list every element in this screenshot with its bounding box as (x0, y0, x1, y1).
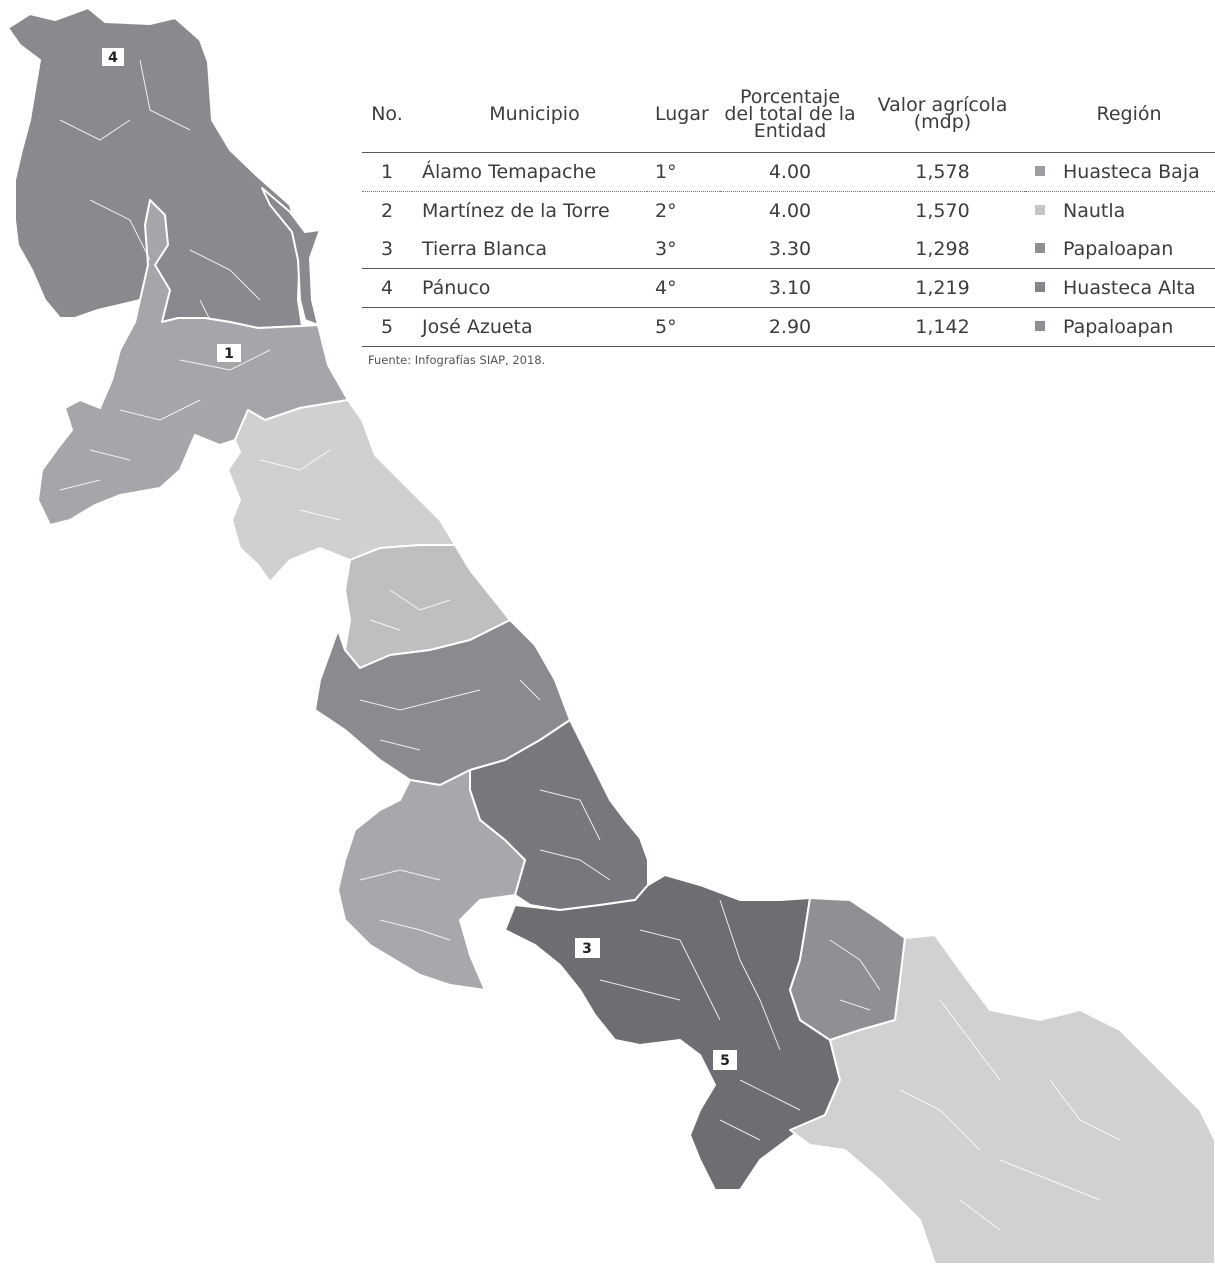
region-papaloapan (504, 874, 841, 1191)
cell-municipio: José Azueta (412, 307, 647, 347)
marker-4: 4 (102, 48, 124, 66)
cell-valor: 1,578 (860, 152, 1025, 192)
cell-lugar: 3° (647, 230, 720, 269)
table-row: 1 Álamo Temapache 1° 4.00 1,578 Huasteca… (362, 152, 1215, 192)
cell-no: 1 (362, 152, 412, 192)
region-label: Papaloapan (1063, 316, 1174, 338)
region-label: Huasteca Baja (1063, 161, 1200, 183)
cell-porcentaje: 2.90 (720, 307, 860, 347)
header-porcentaje-line3: Entidad (753, 119, 827, 142)
table-row: 4 Pánuco 4° 3.10 1,219 Huasteca Alta (362, 268, 1215, 308)
top-municipalities-table: No. Municipio Lugar Porcentaje del total… (362, 78, 1215, 347)
cell-porcentaje: 4.00 (768, 200, 812, 222)
cell-porcentaje: 3.10 (720, 268, 860, 308)
cell-region: Papaloapan (1025, 307, 1215, 347)
cell-lugar: 1° (647, 152, 720, 192)
header-porcentaje: Porcentaje del total de la Entidad (720, 78, 860, 153)
region-olmeca (789, 934, 1215, 1264)
header-porcentaje-line1: Porcentaje (739, 85, 841, 108)
cell-region: Huasteca Baja (1025, 152, 1215, 192)
table-row: 3 Tierra Blanca 3° 3.30 1,298 Papaloapan (362, 230, 1215, 269)
municipal-boundaries (59, 59, 1121, 1231)
cell-no: 4 (362, 268, 412, 308)
table-header-row: No. Municipio Lugar Porcentaje del total… (362, 78, 1215, 153)
header-porcentaje-line2: del total de la (724, 102, 856, 125)
cell-valor: 1,219 (860, 268, 1025, 308)
cell-municipio: Martínez de la Torre (422, 200, 610, 222)
cell-region: Papaloapan (1025, 230, 1215, 269)
cell-region: Nautla (1025, 192, 1215, 231)
header-municipio: Municipio (412, 78, 647, 153)
header-valor-line1: Valor agrícola (877, 94, 1008, 116)
cell-municipio: Tierra Blanca (412, 230, 647, 269)
cell-no: 3 (362, 230, 412, 269)
marker-4-label: 4 (108, 50, 118, 66)
cell-porcentaje: 3.30 (720, 230, 860, 269)
region-label: Papaloapan (1063, 238, 1174, 260)
cell-porcentaje: 4.00 (720, 152, 860, 192)
cell-valor: 1,298 (860, 230, 1025, 269)
cell-lugar: 5° (647, 307, 720, 347)
header-no: No. (362, 78, 412, 153)
region-label: Nautla (1063, 200, 1126, 222)
region-montanas (337, 769, 526, 991)
cell-lugar: 4° (647, 268, 720, 308)
table-row: 2 Martínez de la Torre 2° 4.00 1,570 Nau… (362, 192, 1215, 231)
marker-5-label: 5 (720, 1053, 730, 1069)
region-swatch (1035, 282, 1045, 292)
source-note: Fuente: Infografías SIAP, 2018. (368, 353, 546, 367)
cell-valor: 1,570 (915, 200, 970, 222)
marker-3: 3 (575, 938, 600, 958)
header-region: Región (1025, 78, 1215, 153)
cell-valor: 1,142 (860, 307, 1025, 347)
marker-1: 1 (217, 344, 241, 362)
marker-1-label: 1 (224, 346, 234, 362)
cell-lugar: 2° (655, 200, 677, 222)
region-swatch (1035, 321, 1045, 331)
region-tuxtlas (789, 897, 906, 1041)
region-label: Huasteca Alta (1063, 277, 1196, 299)
header-valor-line2: (mdp) (913, 111, 972, 133)
table-row: 5 José Azueta 5° 2.90 1,142 Papaloapan (362, 307, 1215, 347)
marker-3-label: 3 (582, 941, 592, 957)
region-swatch (1035, 243, 1045, 253)
region-swatch (1035, 205, 1045, 215)
cell-no: 5 (362, 307, 412, 347)
header-lugar: Lugar (647, 78, 720, 153)
cell-no: 2 (380, 200, 394, 222)
region-swatch (1035, 166, 1045, 176)
cell-region: Huasteca Alta (1025, 268, 1215, 308)
cell-municipio: Álamo Temapache (412, 152, 647, 192)
marker-5: 5 (713, 1050, 737, 1070)
header-valor: Valor agrícola (mdp) (860, 78, 1025, 153)
cell-municipio: Pánuco (412, 268, 647, 308)
